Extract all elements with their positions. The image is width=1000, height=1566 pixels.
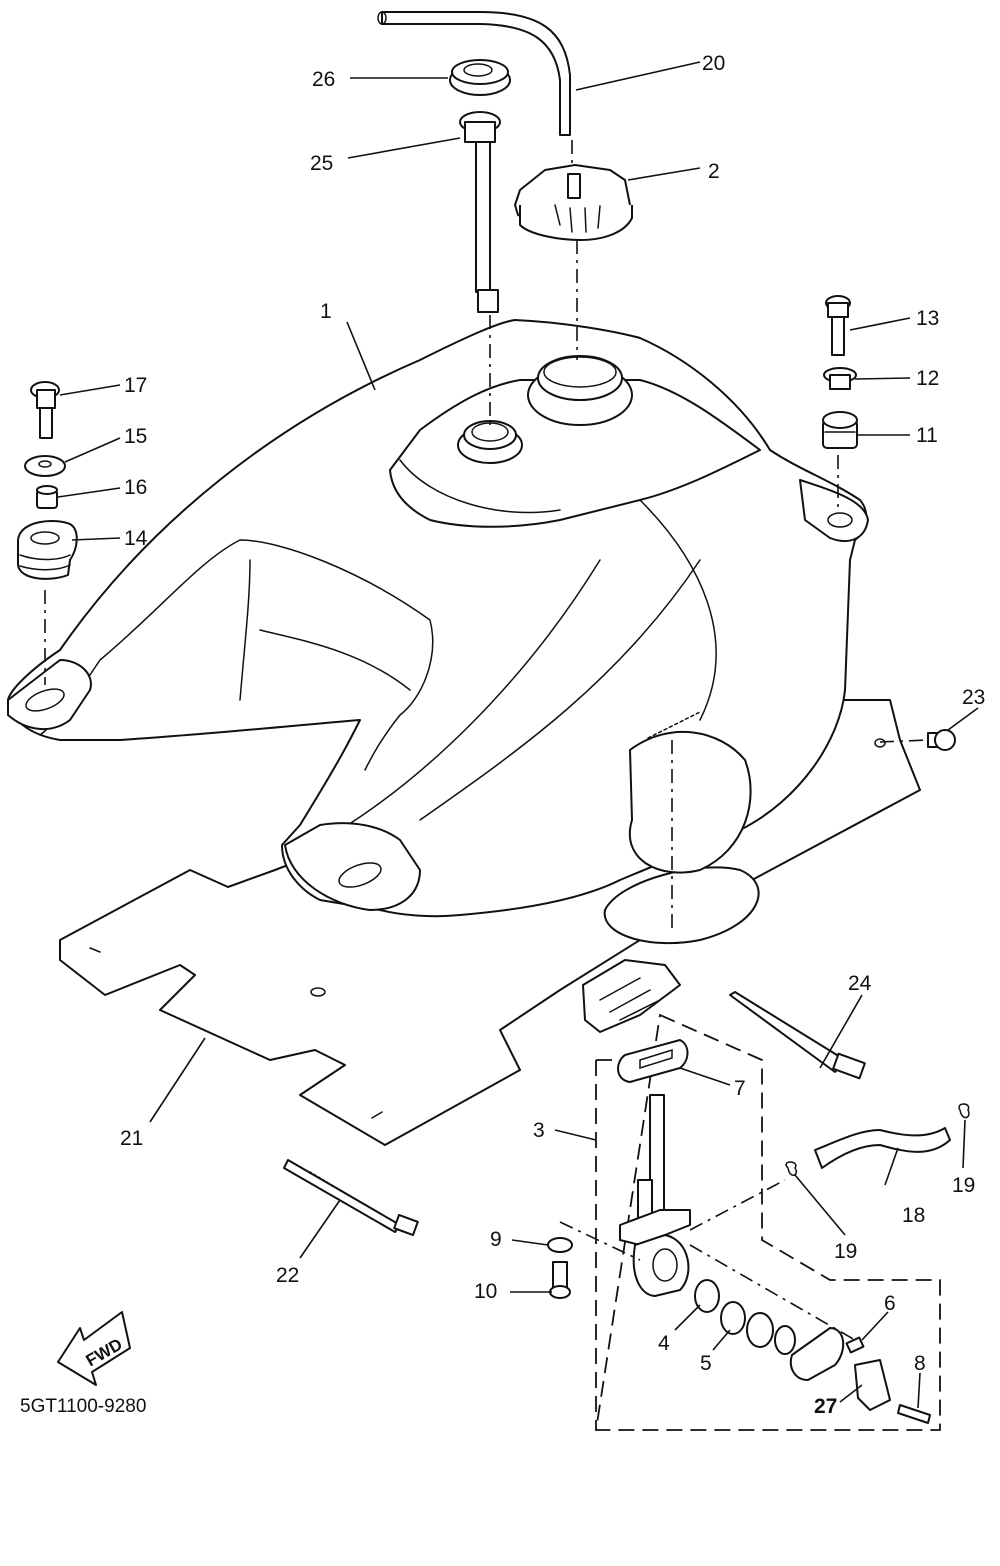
label-part-27: 27 bbox=[814, 1395, 837, 1418]
label-part-3: 3 bbox=[533, 1119, 545, 1142]
label-part-26: 26 bbox=[312, 68, 335, 91]
leader-lines bbox=[57, 61, 979, 1409]
washer-15 bbox=[24, 455, 66, 477]
label-part-6: 6 bbox=[884, 1292, 896, 1315]
screw-10 bbox=[549, 1261, 571, 1299]
damper-11 bbox=[822, 411, 858, 449]
label-part-2: 2 bbox=[708, 160, 720, 183]
label-part-12: 12 bbox=[916, 367, 939, 390]
bolt-13 bbox=[825, 295, 851, 356]
label-part-7: 7 bbox=[734, 1077, 746, 1100]
fuel-cock-assembly bbox=[547, 1013, 970, 1431]
fuel-tank-cap bbox=[514, 164, 633, 241]
part-4-disc bbox=[694, 1279, 720, 1313]
bolt-17 bbox=[30, 381, 60, 439]
lever-27 bbox=[854, 1359, 891, 1411]
cable-band-24 bbox=[729, 991, 866, 1080]
damper-14 bbox=[17, 520, 78, 580]
label-part-23: 23 bbox=[962, 686, 985, 709]
cable-band-22 bbox=[283, 1159, 419, 1236]
label-part-11: 11 bbox=[916, 424, 938, 447]
label-part-17: 17 bbox=[124, 374, 147, 397]
clip-19a bbox=[785, 1161, 798, 1176]
label-part-8: 8 bbox=[914, 1352, 926, 1375]
grommet-26 bbox=[449, 59, 511, 96]
assembly-lines bbox=[44, 140, 929, 1341]
part-5-oring bbox=[720, 1301, 746, 1335]
gasket-7 bbox=[617, 1039, 689, 1083]
collar-16 bbox=[36, 485, 58, 509]
label-part-5: 5 bbox=[700, 1352, 712, 1375]
label-part-22: 22 bbox=[276, 1264, 299, 1287]
label-part-15: 15 bbox=[124, 425, 147, 448]
label-part-14: 14 bbox=[124, 527, 148, 550]
screw-8 bbox=[897, 1404, 931, 1424]
label-part-19-b: 19 bbox=[952, 1174, 975, 1197]
label-part-21: 21 bbox=[120, 1127, 143, 1150]
diagram-code: 5GT1100-9280 bbox=[20, 1396, 146, 1417]
screw-6 bbox=[845, 1336, 865, 1354]
fuel-gauge-sender bbox=[459, 111, 501, 313]
label-part-1: 1 bbox=[320, 300, 332, 323]
fuel-hose-18 bbox=[814, 1127, 951, 1169]
label-part-10: 10 bbox=[474, 1280, 497, 1303]
fwd-arrow-icon: FWD bbox=[57, 1311, 131, 1386]
clip-19b bbox=[958, 1103, 970, 1119]
fuel-tank bbox=[7, 319, 869, 918]
lever-plate bbox=[746, 1312, 774, 1348]
label-part-20: 20 bbox=[702, 52, 725, 75]
part-labels: 1 2 3 4 5 6 7 8 9 10 11 12 13 14 15 16 1… bbox=[120, 52, 985, 1418]
breather-hose bbox=[377, 11, 571, 136]
label-part-9: 9 bbox=[490, 1228, 502, 1251]
label-part-19-a: 19 bbox=[834, 1240, 857, 1263]
label-part-25: 25 bbox=[310, 152, 333, 175]
label-part-4: 4 bbox=[658, 1332, 670, 1355]
hose-protector bbox=[582, 959, 681, 1033]
washer-9 bbox=[547, 1237, 573, 1253]
collar-12 bbox=[823, 367, 857, 390]
label-part-18: 18 bbox=[902, 1204, 925, 1227]
screw-23 bbox=[927, 729, 956, 751]
label-part-16: 16 bbox=[124, 476, 147, 499]
label-part-13: 13 bbox=[916, 307, 939, 330]
label-part-24: 24 bbox=[848, 972, 872, 995]
